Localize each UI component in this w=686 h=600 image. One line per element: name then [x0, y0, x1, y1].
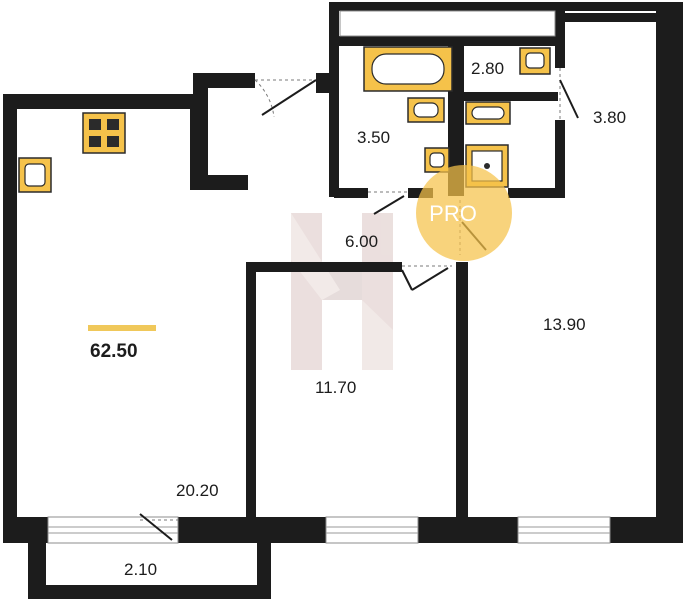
- room-area-living: 20.20: [176, 481, 219, 500]
- windows: [47, 10, 611, 544]
- door-bathroom: [368, 191, 408, 215]
- total-area: 62.50: [90, 341, 138, 362]
- room-area-closet: 3.80: [593, 108, 626, 127]
- room-area-bedroom-large: 13.90: [543, 315, 586, 334]
- pro-badge: PRO: [416, 165, 512, 261]
- window-living: [47, 516, 179, 544]
- walls: [3, 2, 683, 599]
- stove-icon: [82, 112, 126, 154]
- room-area-bedroom: 11.70: [315, 378, 356, 397]
- room-area-hall: 6.00: [345, 232, 378, 251]
- room-area-bathroom: 3.50: [357, 128, 390, 147]
- kitchen-sink-icon: [18, 157, 52, 193]
- total-area-bar: [88, 325, 156, 331]
- bathroom-sink-icon: [424, 147, 450, 173]
- bathtub-icon: [363, 46, 453, 92]
- washbasin-icon: [407, 97, 445, 123]
- pro-badge-text: PRO: [429, 201, 477, 226]
- window-bedroom-large: [517, 516, 611, 544]
- watermark-logo: [291, 213, 393, 370]
- door-bedroom: [401, 265, 452, 291]
- room-area-balcony: 2.10: [124, 560, 157, 579]
- wc-sink-icon: [519, 47, 551, 75]
- toilet-icon: [465, 101, 511, 125]
- door-entrance: [254, 79, 317, 118]
- room-area-wc: 2.80: [471, 59, 504, 78]
- window-bedroom: [325, 516, 419, 544]
- door-closet: [559, 68, 579, 120]
- window-top-right: [339, 10, 556, 37]
- door-balcony: [139, 513, 178, 541]
